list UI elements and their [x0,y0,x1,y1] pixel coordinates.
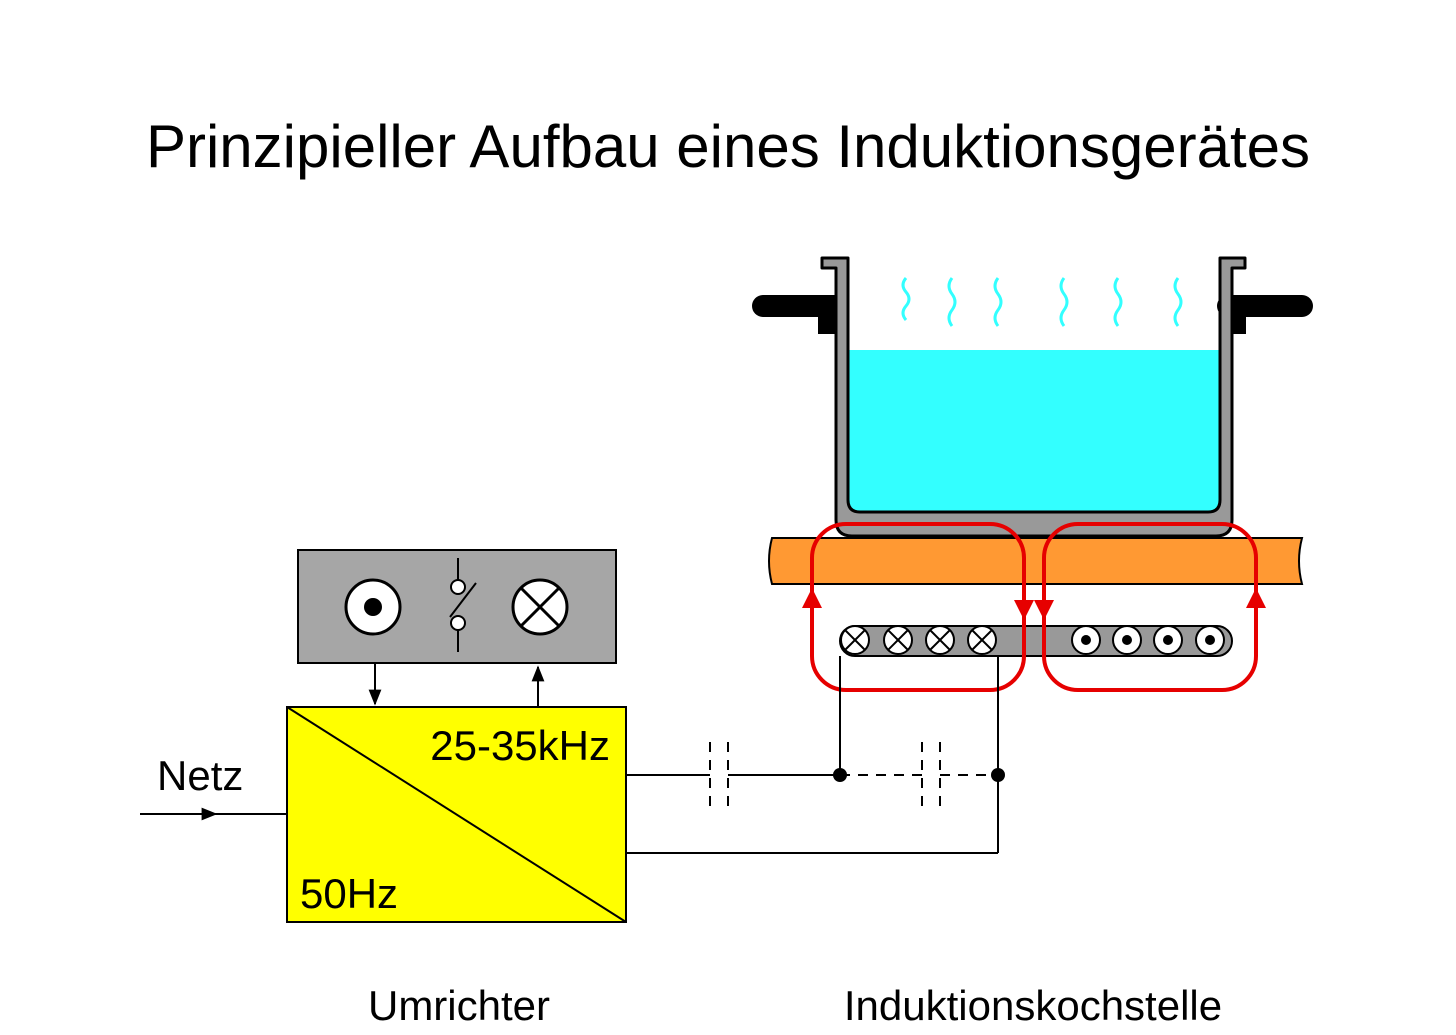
steam [901,277,1183,327]
control-panel [297,549,617,664]
junction-dot [991,768,1005,782]
lamp-icon [511,578,569,636]
pot-body [820,256,1247,538]
page-title: Prinzipieller Aufbau eines Induktionsger… [145,113,1311,180]
cooktop-plate [768,537,1304,585]
junction-dot [833,768,847,782]
converter-caption: Umrichter [368,982,550,1029]
switch-icon [449,558,477,652]
capacitor-icon [709,742,729,808]
induction-coil [839,625,1233,657]
magnetic-field-lines [802,522,1266,692]
pot-handle-left-bracket [818,296,838,334]
dot-circle-icon [344,578,402,636]
wiring [626,656,999,854]
cooking-pot [752,256,1313,538]
water [848,350,1220,513]
frequency-output-label: 25-35kHz [430,722,610,769]
cooktop-caption: Induktionskochstelle [844,982,1222,1029]
converter-box: 25-35kHz 50Hz [286,706,627,923]
frequency-input-label: 50Hz [300,870,398,917]
mains-label: Netz [157,752,243,799]
current-into-page-icon [840,625,997,655]
current-out-of-page-icon [1071,625,1225,655]
capacitor-icon [921,742,941,808]
